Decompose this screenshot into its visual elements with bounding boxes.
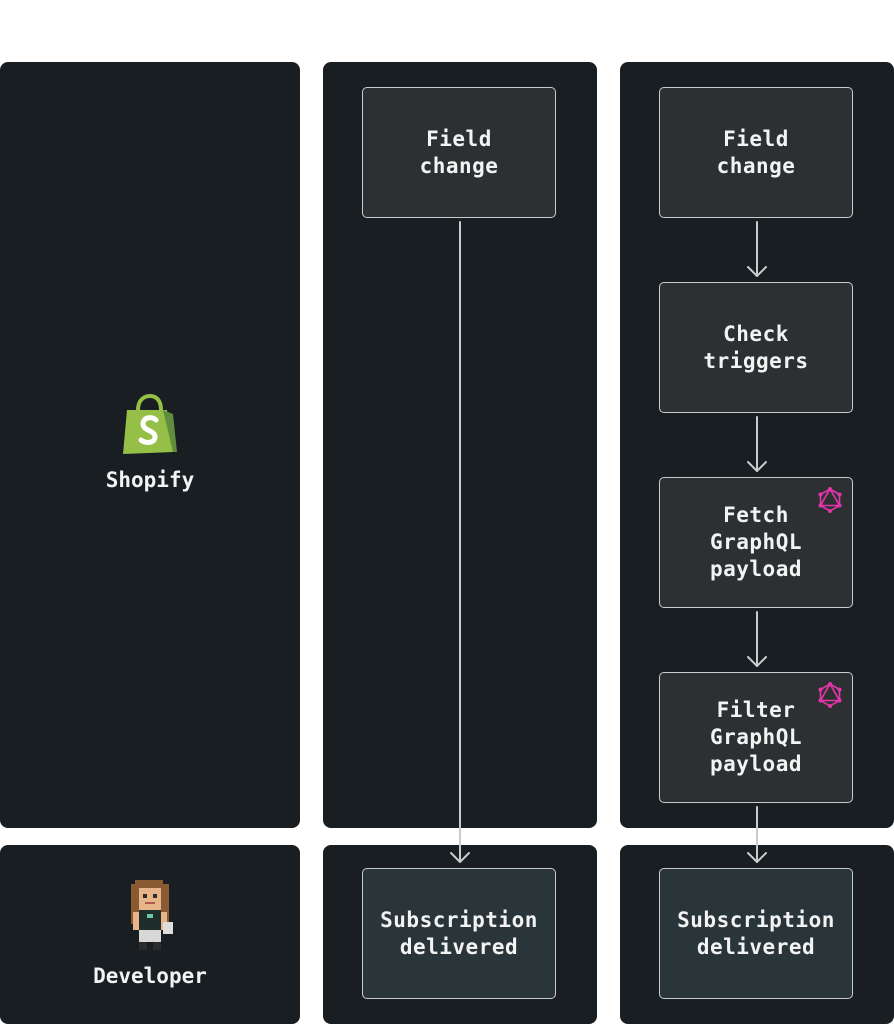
box-label: Fetch GraphQL payload [709,503,802,581]
box-label: Subscription delivered [380,907,538,959]
box-label: Field change [419,126,499,178]
middle-subscription-delivered-box: Subscription delivered [362,868,556,999]
check-triggers-box: Check triggers [659,282,853,413]
box-label: Field change [716,126,796,178]
shopify-actor: Shopify [50,394,250,492]
graphql-icon [818,487,842,513]
right-field-change-box: Field change [659,87,853,218]
graphql-icon [818,682,842,708]
middle-arrowhead [450,852,470,863]
box-label: Subscription delivered [677,907,835,959]
developer-label: Developer [93,964,207,988]
box-label: Check triggers [703,321,809,373]
shopify-bag-icon [123,394,177,454]
fetch-graphql-payload-box: Fetch GraphQL payload [659,477,853,608]
developer-avatar-icon [131,880,173,950]
box-label: Filter GraphQL payload [709,698,802,776]
shopify-label: Shopify [105,468,195,492]
filter-graphql-payload-box: Filter GraphQL payload [659,672,853,803]
middle-field-change-box: Field change [362,87,556,218]
right-subscription-delivered-box: Subscription delivered [659,868,853,999]
developer-actor: Developer [50,876,250,988]
